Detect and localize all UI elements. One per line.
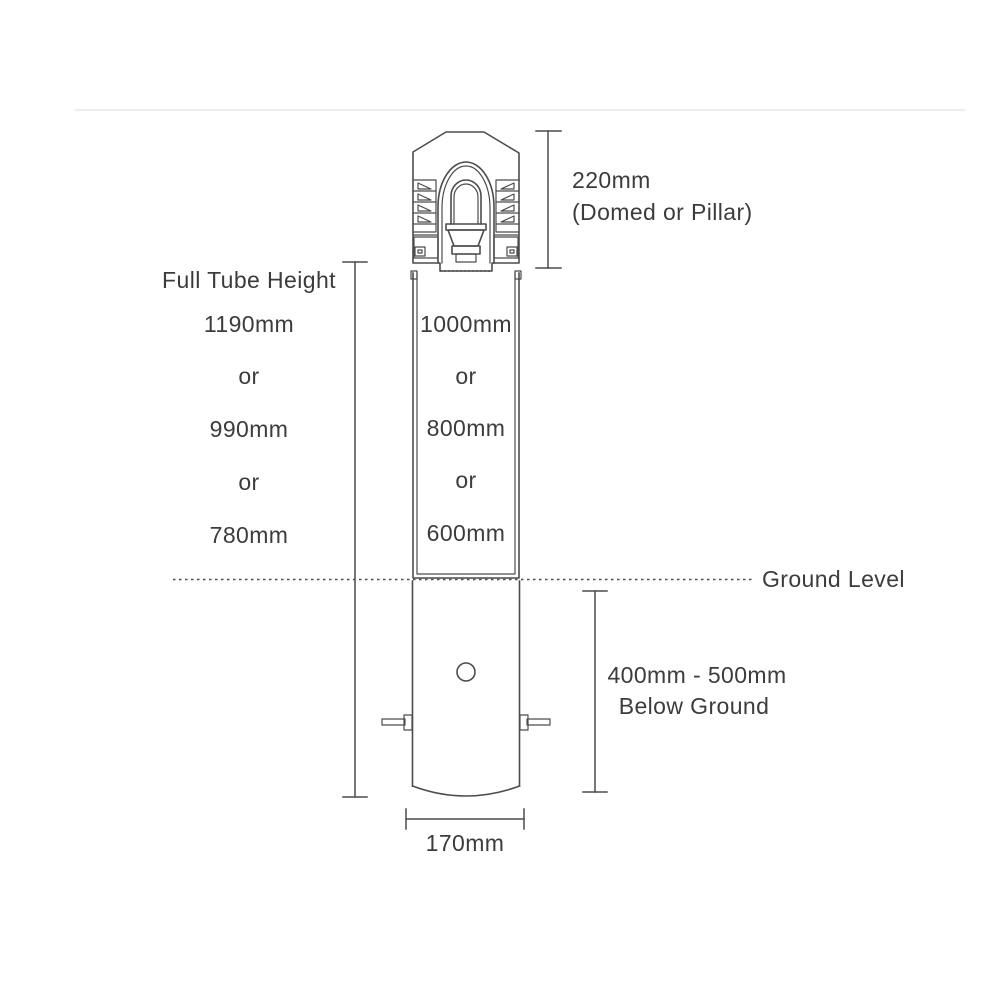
above-ground-or-2: or xyxy=(455,467,476,493)
louvre-left xyxy=(412,179,439,259)
above-ground-option-2: 800mm xyxy=(427,415,506,441)
weld-tab-left xyxy=(410,270,418,280)
bollard-head xyxy=(412,131,520,272)
full-tube-or-1: or xyxy=(238,363,259,389)
bolt-right xyxy=(506,246,518,257)
tube-above-ground xyxy=(410,270,522,579)
head-arch xyxy=(437,161,495,264)
full-tube-option-2: 990mm xyxy=(210,416,289,442)
tube-below-ground xyxy=(381,580,551,797)
full-tube-height-labels: Full Tube Height 1190mm or 990mm or 780m… xyxy=(162,267,336,548)
base-width-label: 170mm xyxy=(426,830,505,856)
below-ground-caption: Below Ground xyxy=(619,693,770,719)
lamp-pedestal xyxy=(455,253,477,263)
lamp xyxy=(445,179,487,263)
lamp-foot xyxy=(451,245,481,255)
dim-below-ground xyxy=(582,590,608,793)
below-ground-range: 400mm - 500mm xyxy=(607,662,786,688)
full-tube-or-2: or xyxy=(238,469,259,495)
weld-tab-right xyxy=(514,270,522,280)
ground-level-label: Ground Level xyxy=(762,566,905,592)
full-tube-option-3: 780mm xyxy=(210,522,289,548)
full-tube-title: Full Tube Height xyxy=(162,267,336,293)
lamp-body xyxy=(447,229,485,247)
head-casing-outline xyxy=(412,131,520,272)
dim-base-width xyxy=(405,808,525,830)
above-ground-option-3: 600mm xyxy=(427,520,506,546)
full-tube-option-1: 1190mm xyxy=(204,311,294,337)
fixing-pin-left xyxy=(381,714,413,731)
lamp-collar xyxy=(445,223,487,231)
above-ground-or-1: or xyxy=(455,363,476,389)
fixing-pin-right xyxy=(519,714,551,731)
head-dim-value: 220mm xyxy=(572,167,651,193)
tube-bottom-arc xyxy=(411,784,521,797)
above-ground-labels: 1000mm or 800mm or 600mm xyxy=(420,311,512,546)
above-ground-option-1: 1000mm xyxy=(420,311,512,337)
drain-hole xyxy=(456,662,476,682)
head-dim-variant: (Domed or Pillar) xyxy=(572,199,753,225)
dim-head-height xyxy=(535,130,562,269)
bolt-left xyxy=(414,246,426,257)
louvre-right xyxy=(493,179,520,259)
dim-full-tube-height xyxy=(342,261,368,798)
